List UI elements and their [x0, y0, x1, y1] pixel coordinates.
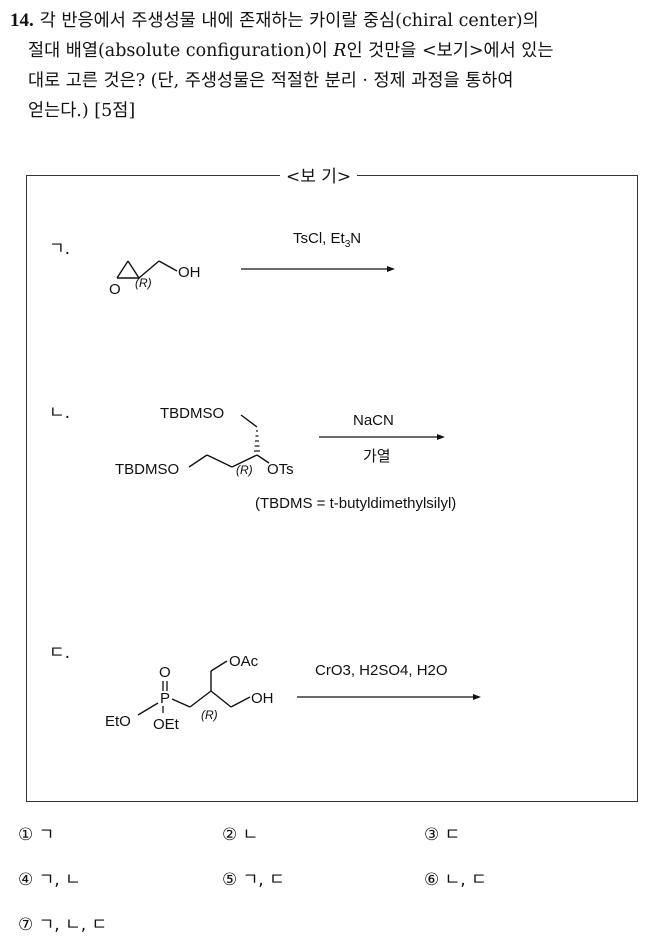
- oet-label: OEt: [153, 716, 180, 733]
- bond-o-c1: [188, 454, 208, 468]
- question-line-2: 절대 배열(absolute configuration)이 R인 것만을 <보…: [10, 36, 650, 66]
- choice-5[interactable]: ⑤ ㄱ, ㄷ: [222, 870, 285, 890]
- choice-2[interactable]: ② ㄴ: [222, 825, 259, 845]
- box-title: <보 기>: [280, 162, 358, 187]
- bond-oac-ch2: [210, 660, 228, 672]
- bond-o-ch2: [240, 414, 258, 428]
- hashed-wedge: [254, 430, 260, 452]
- config-symbol: R: [333, 41, 347, 61]
- question-text-1: 각 반응에서 주생성물 내에 존재하는 카이랄 중심(chiral center…: [39, 11, 539, 31]
- question-line-4: 얻는다.) [5점]: [28, 101, 136, 121]
- item-label-2: ㄴ.: [49, 403, 71, 423]
- question: 14.각 반응에서 주생성물 내에 존재하는 카이랄 중심(chiral cen…: [10, 6, 650, 126]
- choice-3[interactable]: ③ ㄷ: [424, 825, 461, 845]
- r-descriptor-2: (R): [236, 463, 253, 477]
- oac-label: OAc: [229, 653, 259, 670]
- eto-label: EtO: [105, 713, 131, 730]
- reagent-below-2: 가열: [363, 448, 391, 465]
- bond-ch2b-oh: [230, 696, 251, 708]
- reaction-1: O (R) OH TsCl, Et3N: [109, 230, 395, 298]
- reaction-3: OAc O P OH EtO OEt (R) CrO3, H2SO4, H2O: [105, 653, 481, 733]
- bond-eto-p: [137, 702, 159, 716]
- bond-c3-ots: [256, 454, 270, 464]
- arrowhead-2: [437, 434, 445, 440]
- epoxide-bond-2: [116, 260, 129, 279]
- r-descriptor-3: (R): [201, 708, 218, 722]
- tbdms-note: (TBDMS = t-butyldimethylsilyl): [255, 495, 456, 512]
- choice-6[interactable]: ⑥ ㄴ, ㄷ: [424, 870, 487, 890]
- ch2-bond: [138, 260, 160, 279]
- r-descriptor-1: (R): [135, 276, 152, 290]
- bond-c2-c3: [231, 454, 258, 468]
- bond-c1-c2: [206, 454, 233, 468]
- arrowhead-1: [387, 266, 395, 272]
- arrowhead-3: [473, 694, 481, 700]
- reagents-1: TsCl, Et3N: [293, 230, 361, 250]
- bond-p-ch2: [171, 698, 191, 708]
- choice-1[interactable]: ① ㄱ: [18, 825, 55, 845]
- question-line-3: 대로 고른 것은? (단, 주생성물은 적절한 분리 · 정제 과정을 통하여: [28, 71, 514, 91]
- choice-7[interactable]: ⑦ ㄱ, ㄴ, ㄷ: [18, 915, 108, 935]
- tbdmso-bottom: TBDMSO: [115, 461, 179, 478]
- oh-label-3: OH: [251, 690, 274, 707]
- item-label-1: ㄱ.: [49, 239, 71, 259]
- ots-label: OTs: [267, 461, 294, 478]
- question-line-1: 14.각 반응에서 주생성물 내에 존재하는 카이랄 중심(chiral cen…: [10, 6, 650, 36]
- epoxide-bond-3: [127, 260, 140, 279]
- c-o-bond: [158, 260, 178, 272]
- examples-box: <보 기> ㄱ. O (R) OH TsCl, Et3N ㄴ. TBDMSO T…: [26, 162, 638, 802]
- tbdmso-top: TBDMSO: [160, 405, 224, 422]
- question-text-2: 절대 배열(absolute configuration)이: [28, 41, 334, 61]
- reaction-2: TBDMSO TBDMSO (R) OTs NaCN 가열 (TBDMS = t…: [115, 405, 456, 512]
- question-text-2b: 인 것만을 <보기>에서 있는: [346, 41, 554, 61]
- question-number: 14.: [10, 10, 34, 31]
- choice-4[interactable]: ④ ㄱ, ㄴ: [18, 870, 81, 890]
- bond-stereo-ch2b: [210, 690, 232, 708]
- item-label-3: ㄷ.: [49, 643, 71, 663]
- reagents-3: CrO3, H2SO4, H2O: [315, 662, 448, 679]
- epoxide-o-label: O: [109, 281, 121, 298]
- p-label: P: [160, 690, 170, 707]
- p-oxo-o: O: [159, 664, 171, 681]
- oh-label-1: OH: [178, 264, 201, 281]
- reagent-above-2: NaCN: [353, 412, 394, 429]
- bond-ch2-stereo: [189, 690, 212, 708]
